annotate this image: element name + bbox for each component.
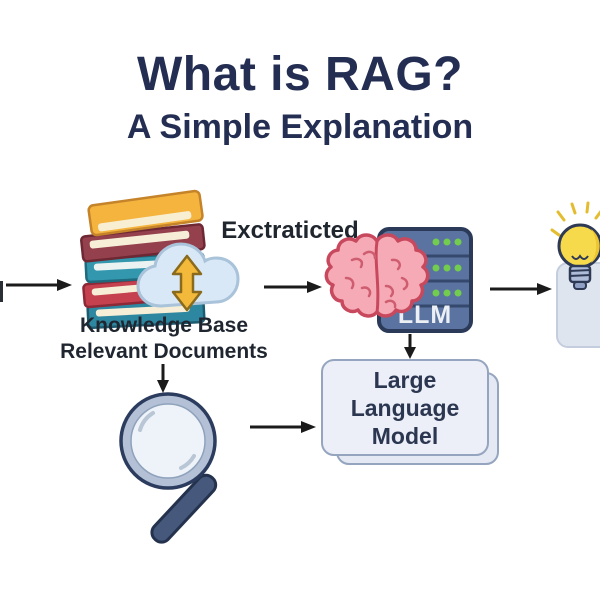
arrow-down-icon (157, 364, 169, 393)
extracted-label: Exctraticted (221, 217, 359, 244)
relevant-documents-label: Relevant Documents (60, 340, 268, 363)
sync-arrow-icon (171, 254, 203, 312)
cloud-sync-icon (136, 242, 240, 312)
arrow-icon (6, 279, 72, 291)
arrow-icon (250, 421, 316, 433)
arrow-icon (264, 281, 322, 293)
arrow-down-icon (404, 334, 416, 359)
server-led-lights (432, 238, 462, 297)
brain-icon (324, 233, 430, 318)
magnifier-icon (119, 392, 218, 544)
knowledge-base-label: Knowledge Base (79, 314, 249, 337)
lightbulb-icon (550, 201, 600, 290)
page-subtitle: A Simple Explanation (126, 108, 474, 146)
arrow-icon (490, 283, 552, 295)
edge-arrow-stub (0, 281, 3, 302)
knowledge-base-block: Knowledge Base Relevant Documents (28, 313, 300, 365)
page-title: What is RAG? (137, 48, 463, 101)
llm-card-label: Large Language Model (350, 366, 460, 449)
bulb-rays (550, 201, 600, 237)
llm-card: Large Language Model (321, 359, 489, 456)
